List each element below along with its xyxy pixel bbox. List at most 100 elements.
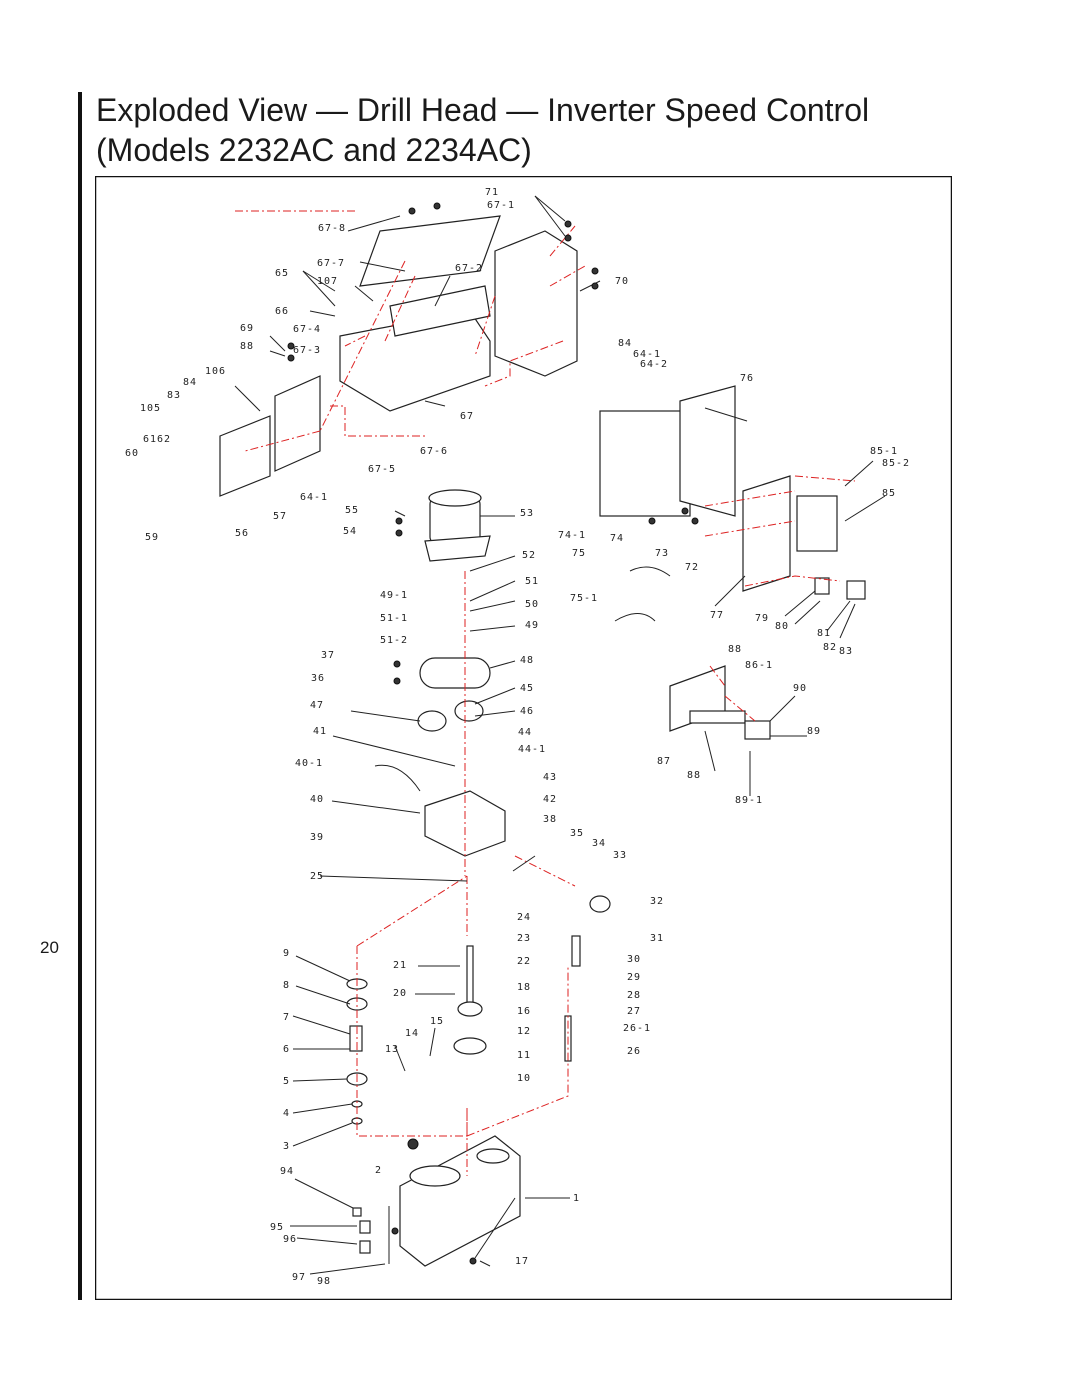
callout: 89-1 bbox=[735, 795, 763, 806]
callout: 43 bbox=[543, 772, 557, 783]
callout: 30 bbox=[627, 954, 641, 965]
callout: 61 bbox=[143, 434, 157, 445]
callout: 31 bbox=[650, 933, 664, 944]
callout: 26-1 bbox=[623, 1023, 651, 1034]
callout: 14 bbox=[405, 1028, 419, 1039]
page-number: 20 bbox=[40, 938, 59, 957]
callout: 67-7 bbox=[317, 258, 345, 269]
callout: 65 bbox=[275, 268, 289, 279]
callout: 34 bbox=[592, 838, 606, 849]
head-casting bbox=[399, 1135, 521, 1267]
callout: 49-1 bbox=[380, 590, 408, 601]
callout: 59 bbox=[145, 532, 159, 543]
callout: 49 bbox=[525, 620, 539, 631]
callout: 44 bbox=[518, 727, 532, 738]
hardware-dots bbox=[287, 202, 699, 1265]
callout: 40 bbox=[310, 794, 324, 805]
callout: 87 bbox=[657, 756, 671, 767]
callout: 62 bbox=[157, 434, 171, 445]
callout: 64-2 bbox=[640, 359, 668, 370]
callout: 75-1 bbox=[570, 593, 598, 604]
gear-18 bbox=[457, 1001, 483, 1017]
callout: 90 bbox=[793, 683, 807, 694]
top-cover-plate bbox=[359, 215, 501, 287]
callout: 88 bbox=[728, 644, 742, 655]
terminal-strip bbox=[689, 710, 746, 724]
callout: 22 bbox=[517, 956, 531, 967]
callout: 71 bbox=[485, 187, 499, 198]
relay-81 bbox=[846, 580, 866, 600]
cable-75 bbox=[614, 566, 671, 622]
spindle-shaft bbox=[466, 945, 474, 1007]
callout: 13 bbox=[385, 1044, 399, 1055]
callout: 48 bbox=[520, 655, 534, 666]
frame-border bbox=[94, 175, 953, 1301]
inverter-cabinet bbox=[599, 410, 691, 517]
callout: 35 bbox=[570, 828, 584, 839]
callout: 27 bbox=[627, 1006, 641, 1017]
terminal-block-89 bbox=[744, 720, 771, 740]
callout: 44-1 bbox=[518, 744, 546, 755]
callout: 94 bbox=[280, 1166, 294, 1177]
inverter-module bbox=[796, 495, 838, 552]
callout: 67-3 bbox=[293, 345, 321, 356]
callout: 80 bbox=[775, 621, 789, 632]
callout: 86-1 bbox=[745, 660, 773, 671]
callout: 32 bbox=[650, 896, 664, 907]
mounting-plate bbox=[742, 475, 791, 592]
callout: 39 bbox=[310, 832, 324, 843]
callout: 60 bbox=[125, 448, 139, 459]
callout: 67-4 bbox=[293, 324, 321, 335]
callout: 25 bbox=[310, 871, 324, 882]
callout: 24 bbox=[517, 912, 531, 923]
callout: 36 bbox=[311, 673, 325, 684]
callout: 9 bbox=[283, 948, 290, 959]
callout: 97 bbox=[292, 1272, 306, 1283]
callout: 33 bbox=[613, 850, 627, 861]
callout: 105 bbox=[140, 403, 161, 414]
callout: 4 bbox=[283, 1108, 290, 1119]
callout: 11 bbox=[517, 1050, 531, 1061]
callout: 81 bbox=[817, 628, 831, 639]
callout: 3 bbox=[283, 1141, 290, 1152]
callout: 28 bbox=[627, 990, 641, 1001]
callout: 38 bbox=[543, 814, 557, 825]
callout: 2 bbox=[375, 1165, 382, 1176]
callout: 89 bbox=[807, 726, 821, 737]
spindle-pulley bbox=[454, 700, 484, 722]
callout: 54 bbox=[343, 526, 357, 537]
assembly-lines bbox=[235, 210, 856, 1176]
callout: 67-2 bbox=[455, 263, 483, 274]
callout: 15 bbox=[430, 1016, 444, 1027]
callout: 69 bbox=[240, 323, 254, 334]
callout: 67-8 bbox=[318, 223, 346, 234]
callout: 12 bbox=[517, 1026, 531, 1037]
callout: 85 bbox=[882, 488, 896, 499]
callout: 42 bbox=[543, 794, 557, 805]
callout: 21 bbox=[393, 960, 407, 971]
junction-box bbox=[494, 230, 578, 377]
callout: 6 bbox=[283, 1044, 290, 1055]
shaft-30 bbox=[571, 935, 581, 967]
head-bore bbox=[409, 1165, 461, 1187]
callout: 17 bbox=[515, 1256, 529, 1267]
callout: 70 bbox=[615, 276, 629, 287]
diagram-frame: 71 67-1 67-8 67-7 65 107 67-2 70 66 69 6… bbox=[94, 175, 953, 1301]
callout: 47 bbox=[310, 700, 324, 711]
page-title-line-1: Exploded View — Drill Head — Inverter Sp… bbox=[96, 92, 870, 128]
hose-40-1 bbox=[374, 764, 421, 792]
callout: 67-5 bbox=[368, 464, 396, 475]
leader-lines bbox=[234, 195, 886, 1275]
callout: 23 bbox=[517, 933, 531, 944]
callout: 85-2 bbox=[882, 458, 910, 469]
callout: 52 bbox=[522, 550, 536, 561]
page-title-line-2: (Models 2232AC and 2234AC) bbox=[96, 132, 532, 168]
sidebar-rule bbox=[78, 92, 82, 1300]
head-bore-2 bbox=[476, 1148, 510, 1164]
callout: 56 bbox=[235, 528, 249, 539]
handle-knob bbox=[589, 895, 611, 913]
callout: 67-1 bbox=[487, 200, 515, 211]
callout: 10 bbox=[517, 1073, 531, 1084]
callout: 84 bbox=[618, 338, 632, 349]
callout: 5 bbox=[283, 1076, 290, 1087]
